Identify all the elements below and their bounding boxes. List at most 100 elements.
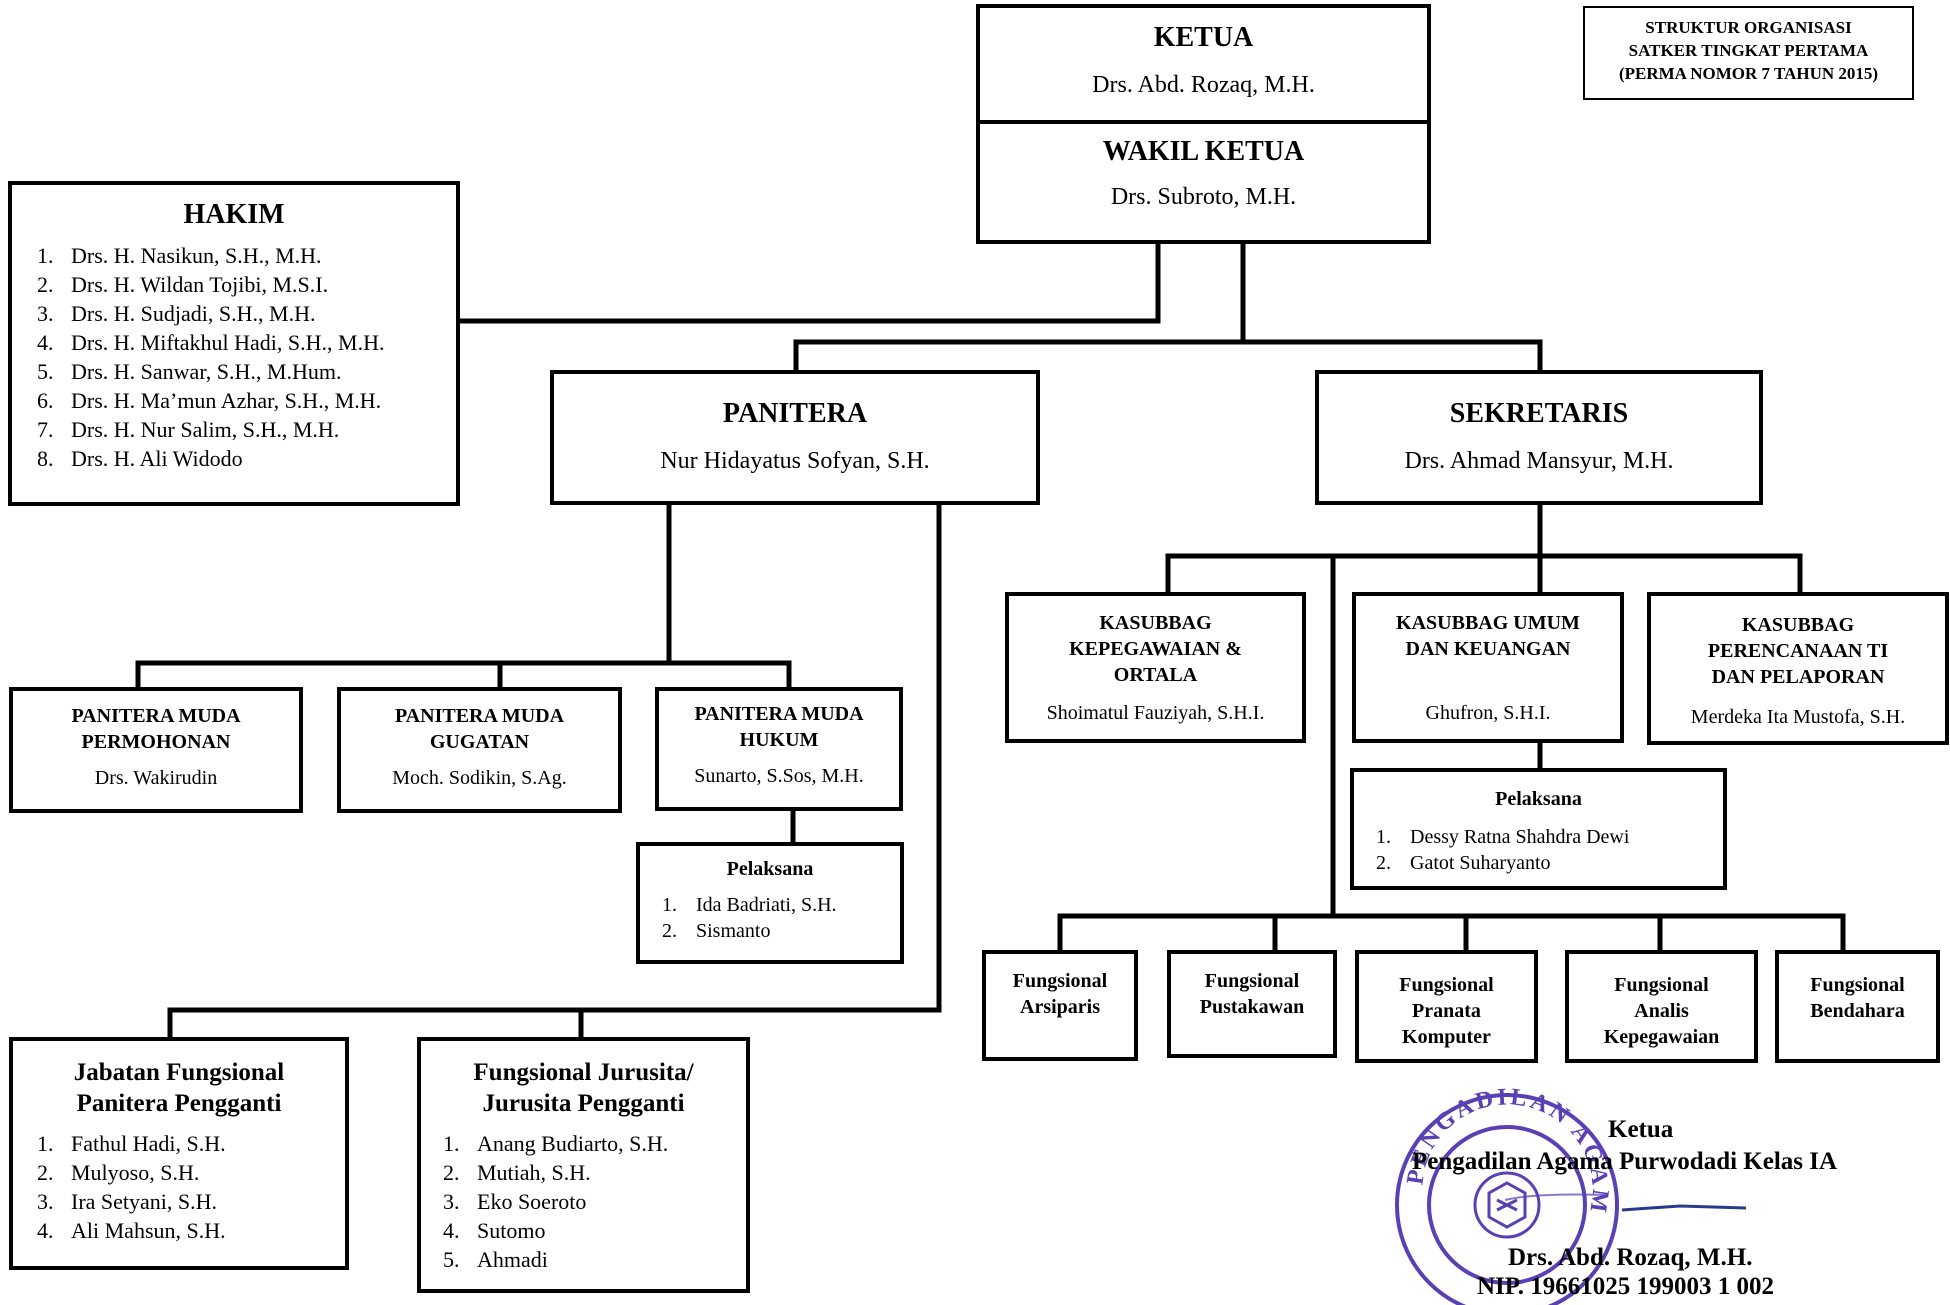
- pm-gugatan-name: Moch. Sodikin, S.Ag.: [392, 767, 567, 789]
- hakim-member-item-number: 1.: [37, 243, 54, 268]
- jurusita-member-item-name: Mutiah, S.H.: [477, 1160, 591, 1185]
- pm-permohonan-title-1: PANITERA MUDA: [71, 705, 241, 727]
- signature-name: Drs. Abd. Rozaq, M.H.: [1508, 1244, 1753, 1271]
- kasubbag-perencanaan-title-3: DAN PELAPORAN: [1711, 666, 1885, 688]
- hakim-member-item-number: 4.: [37, 330, 54, 355]
- panitera-name: Nur Hidayatus Sofyan, S.H.: [660, 448, 930, 474]
- hakim-member-item: 8.Drs. H. Ali Widodo: [37, 444, 456, 473]
- header-title-line-1: STRUKTUR ORGANISASI: [1645, 18, 1852, 37]
- hakim-box: HAKIM 1. Drs. H. Nasikun, S.H., M.H.2.Drs…: [8, 181, 460, 506]
- pm-hukum-name: Sunarto, S.Sos, M.H.: [694, 765, 864, 787]
- sekretaris-title: SEKRETARIS: [1449, 398, 1629, 429]
- kasubbag-umum-name: Ghufron, S.H.I.: [1425, 702, 1551, 724]
- signature-stroke: [1621, 1204, 1747, 1212]
- signature-role: Ketua: [1608, 1116, 1674, 1143]
- hakim-member-item-number: 6.: [37, 388, 54, 413]
- ketua-box: KETUA Drs. Abd. Rozaq, M.H.: [976, 4, 1431, 125]
- pm-permohonan-box: PANITERA MUDA PERMOHONAN Drs. Wakirudin: [9, 687, 303, 813]
- pm-hukum-box: PANITERA MUDA HUKUM Sunarto, S.Sos, M.H.: [655, 687, 903, 811]
- pm-hukum-title-1: PANITERA MUDA: [694, 703, 864, 725]
- fungsional-arsiparis-line-2: Arsiparis: [1020, 996, 1100, 1018]
- fungsional-arsiparis-box: Fungsional Arsiparis: [982, 950, 1138, 1061]
- signature-nip: NIP. 19661025 199003 1 002: [1477, 1273, 1775, 1300]
- jurusita-title-2: Jurusita Pengganti: [482, 1090, 685, 1117]
- pelaksana-umum-member-item-number: 2.: [1376, 852, 1391, 874]
- pm-gugatan-title-1: PANITERA MUDA: [394, 705, 565, 727]
- pm-permohonan-title-2: PERMOHONAN: [81, 731, 231, 753]
- jabatan-fungsional-title-1: Jabatan Fungsional: [73, 1059, 285, 1086]
- sekretaris-name: Drs. Ahmad Mansyur, M.H.: [1404, 448, 1674, 474]
- pelaksana-hukum-member-item-number: 2.: [662, 920, 677, 942]
- jurusita-title-1: Fungsional Jurusita/: [473, 1059, 694, 1086]
- hakim-member-item: 4.Drs. H. Miftakhul Hadi, S.H., M.H.: [37, 328, 456, 357]
- hakim-member-item-name: Drs. H. Ali Widodo: [71, 446, 243, 471]
- header-title-line-2: SATKER TINGKAT PERTAMA: [1628, 41, 1869, 60]
- kasubbag-umum-title-2: DAN KEUANGAN: [1405, 638, 1571, 660]
- hakim-member-item: 7.Drs. H. Nur Salim, S.H., M.H.: [37, 415, 456, 444]
- pelaksana-umum-member-item-number: 1.: [1376, 826, 1391, 848]
- fungsional-analis-line-3: Kepegawaian: [1603, 1026, 1720, 1048]
- panitera-pengganti-member-item-name: Mulyoso, S.H.: [71, 1160, 200, 1185]
- pelaksana-umum-member-item: 1.Dessy Ratna Shahdra Dewi: [1376, 824, 1723, 850]
- jabatan-fungsional-box: Jabatan Fungsional Panitera Pengganti 1.…: [9, 1037, 349, 1270]
- pm-gugatan-box: PANITERA MUDA GUGATAN Moch. Sodikin, S.A…: [337, 687, 622, 813]
- fungsional-bendahara-line-2: Bendahara: [1810, 1000, 1905, 1022]
- fungsional-pranata-line-3: Komputer: [1402, 1026, 1491, 1048]
- kasubbag-perencanaan-title-1: KASUBBAG: [1741, 614, 1855, 636]
- jurusita-member-item-name: Anang Budiarto, S.H.: [477, 1131, 669, 1156]
- hakim-member-item-name: Drs. H. Nur Salim, S.H., M.H.: [71, 417, 340, 442]
- pelaksana-umum-member-item-name: Gatot Suharyanto: [1410, 852, 1551, 874]
- pm-hukum-title-2: HUKUM: [739, 729, 819, 751]
- wakil-ketua-name: Drs. Subroto, M.H.: [1110, 184, 1297, 210]
- signature-institution: Pengadilan Agama Purwodadi Kelas IA: [1412, 1148, 1838, 1175]
- pelaksana-hukum-member-item-name: Ida Badriati, S.H.: [696, 894, 837, 916]
- fungsional-arsiparis-line-1: Fungsional: [1012, 970, 1108, 992]
- jurusita-member-item-name: Eko Soeroto: [477, 1189, 587, 1214]
- jurusita-member-item-number: 2.: [443, 1160, 460, 1185]
- panitera-pengganti-member-item: 1. Fathul Hadi, S.H.: [37, 1129, 345, 1158]
- panitera-box: PANITERA Nur Hidayatus Sofyan, S.H.: [550, 370, 1040, 505]
- hakim-member-item-name: Drs. H. Wildan Tojibi, M.S.I.: [71, 272, 329, 297]
- jurusita-box: Fungsional Jurusita/ Jurusita Pengganti …: [417, 1037, 750, 1293]
- fungsional-analis-line-2: Analis: [1634, 1000, 1689, 1022]
- pelaksana-hukum-member-item: 1.Ida Badriati, S.H.: [662, 892, 900, 918]
- pelaksana-hukum-member-item: 2. Sismanto: [662, 918, 900, 944]
- header-title-line-3: (PERMA NOMOR 7 TAHUN 2015): [1618, 64, 1879, 83]
- kasubbag-perencanaan-title-2: PERENCANAAN TI: [1707, 640, 1889, 662]
- hakim-member-item-name: Drs. H. Sanwar, S.H., M.Hum.: [71, 359, 342, 384]
- jurusita-member-item-name: Ahmadi: [477, 1247, 548, 1272]
- jurusita-member-item: 4.Sutomo: [443, 1216, 746, 1245]
- panitera-pengganti-member-item-number: 1.: [37, 1131, 54, 1156]
- pelaksana-hukum-list: 1.Ida Badriati, S.H.2. Sismanto: [662, 892, 900, 944]
- hakim-member-item: 6. Drs. H. Ma’mun Azhar, S.H., M.H.: [37, 386, 456, 415]
- jurusita-title: Fungsional Jurusita/ Jurusita Pengganti: [421, 1057, 746, 1119]
- kasubbag-perencanaan-name: Merdeka Ita Mustofa, S.H.: [1690, 706, 1906, 728]
- panitera-pengganti-member-item-name: Fathul Hadi, S.H.: [71, 1131, 226, 1156]
- kasubbag-umum-box: KASUBBAG UMUM DAN KEUANGAN Ghufron, S.H.…: [1352, 592, 1624, 743]
- fungsional-analis-line-1: Fungsional: [1614, 974, 1709, 996]
- panitera-title: PANITERA: [722, 398, 868, 429]
- panitera-pengganti-member-item: 3. Ira Setyani, S.H.: [37, 1187, 345, 1216]
- kasubbag-umum-title-1: KASUBBAG UMUM: [1396, 612, 1580, 634]
- hakim-member-item-name: Drs. H. Ma’mun Azhar, S.H., M.H.: [71, 388, 382, 413]
- pelaksana-umum-title: Pelaksana: [1495, 788, 1582, 810]
- panitera-pengganti-member-item-number: 4.: [37, 1218, 54, 1243]
- fungsional-pranata-line-2: Pranata: [1412, 1000, 1481, 1022]
- jabatan-fungsional-list: 1.Fathul Hadi, S.H.2.Mulyoso, S.H.3.Ira …: [37, 1129, 345, 1245]
- hakim-title: HAKIM: [183, 199, 285, 230]
- jurusita-member-item-number: 4.: [443, 1218, 460, 1243]
- kasubbag-kepegawaian-title-2: KEPEGAWAIAN &: [1069, 638, 1242, 660]
- hakim-member-item: 2.Drs. H. Wildan Tojibi, M.S.I.: [37, 270, 456, 299]
- sekretaris-box: SEKRETARIS Drs. Ahmad Mansyur, M.H.: [1315, 370, 1763, 505]
- panitera-pengganti-member-item-name: Ira Setyani, S.H.: [71, 1189, 218, 1214]
- pelaksana-hukum-member-item-name: Sismanto: [696, 920, 771, 942]
- kasubbag-perencanaan-box: KASUBBAG PERENCANAAN TI DAN PELAPORAN Me…: [1647, 592, 1949, 745]
- hakim-member-item-name: Drs. H. Nasikun, S.H., M.H.: [71, 243, 322, 268]
- jurusita-member-item: 5.Ahmadi: [443, 1245, 746, 1274]
- jurusita-member-item-number: 1.: [443, 1131, 460, 1156]
- panitera-pengganti-member-item-number: 3.: [37, 1189, 54, 1214]
- fungsional-pustakawan-box: Fungsional Pustakawan: [1167, 950, 1337, 1058]
